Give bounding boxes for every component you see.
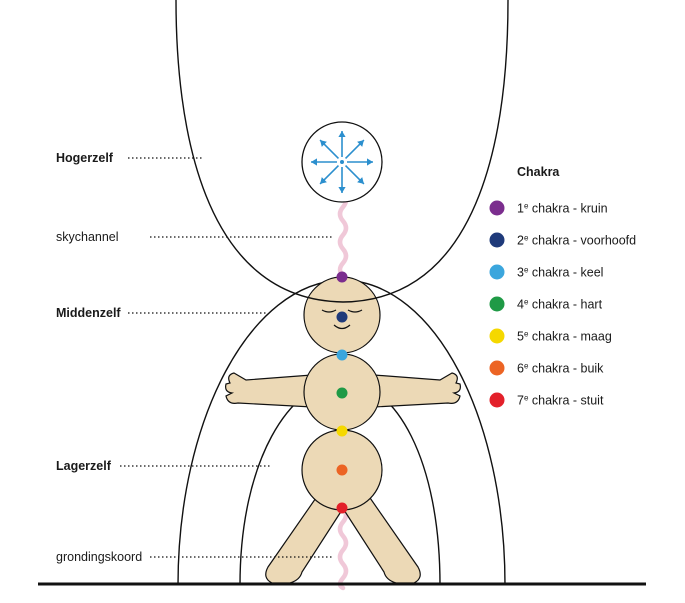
arrow-head [367,158,373,166]
face [321,309,363,330]
grounding-cord [337,505,349,591]
legend-swatch-2 [489,232,505,248]
chakra-dot-4 [336,387,348,399]
label-hogerzelf: Hogerzelf [56,151,114,165]
chakra-dot-5 [336,425,348,437]
label-lagerzelf: Lagerzelf [56,459,112,473]
left-eye [321,309,337,313]
legend-label-4: 4e chakra - hart [517,298,603,312]
legend-swatch-1 [489,200,505,216]
leader-lines [120,157,334,558]
legend: 1e chakra - kruin 2e chakra - voorhoofd 3e… [489,200,636,408]
legend-swatch-6 [489,360,505,376]
legend-swatch-3 [489,264,505,280]
center-dot [340,160,344,164]
legend-label-3: 3e chakra - keel [517,266,603,280]
legend-swatch-7 [489,392,505,408]
arrow-head [338,187,346,193]
legend-swatch-4 [489,296,505,312]
right-eye [347,309,363,313]
hogerzelf-arc [175,0,509,303]
label-grondingskoord: grondingskoord [56,550,142,564]
legend-label-2: 2e chakra - voorhoofd [517,234,636,248]
legend-swatch-5 [489,328,505,344]
arrow-head [338,131,346,137]
chakra-dot-1 [336,271,348,283]
chakra-dot-2 [336,311,348,323]
skychannel-cord [337,190,349,278]
legend-label-5: 5e chakra - maag [517,330,612,344]
radiating-arrows-icon [311,131,373,193]
arrow-head [320,177,327,184]
legend-label-6: 6e chakra - buik [517,362,604,376]
chakra-dots [336,271,348,514]
arrow-head [320,140,327,147]
chakra-dot-3 [336,349,348,361]
chakra-dot-6 [336,464,348,476]
legend-title: Chakra [517,165,560,179]
label-skychannel: skychannel [56,230,119,244]
arrow-head [311,158,317,166]
chakra-dot-7 [336,502,348,514]
label-middenzelf: Middenzelf [56,306,121,320]
arrow-head [357,177,364,184]
arrow-head [357,140,364,147]
legend-label-7: 7e chakra - stuit [517,394,604,408]
left-arm [225,372,313,408]
right-arm [373,372,461,408]
mouth [333,324,351,330]
legend-label-1: 1e chakra - kruin [517,202,608,216]
